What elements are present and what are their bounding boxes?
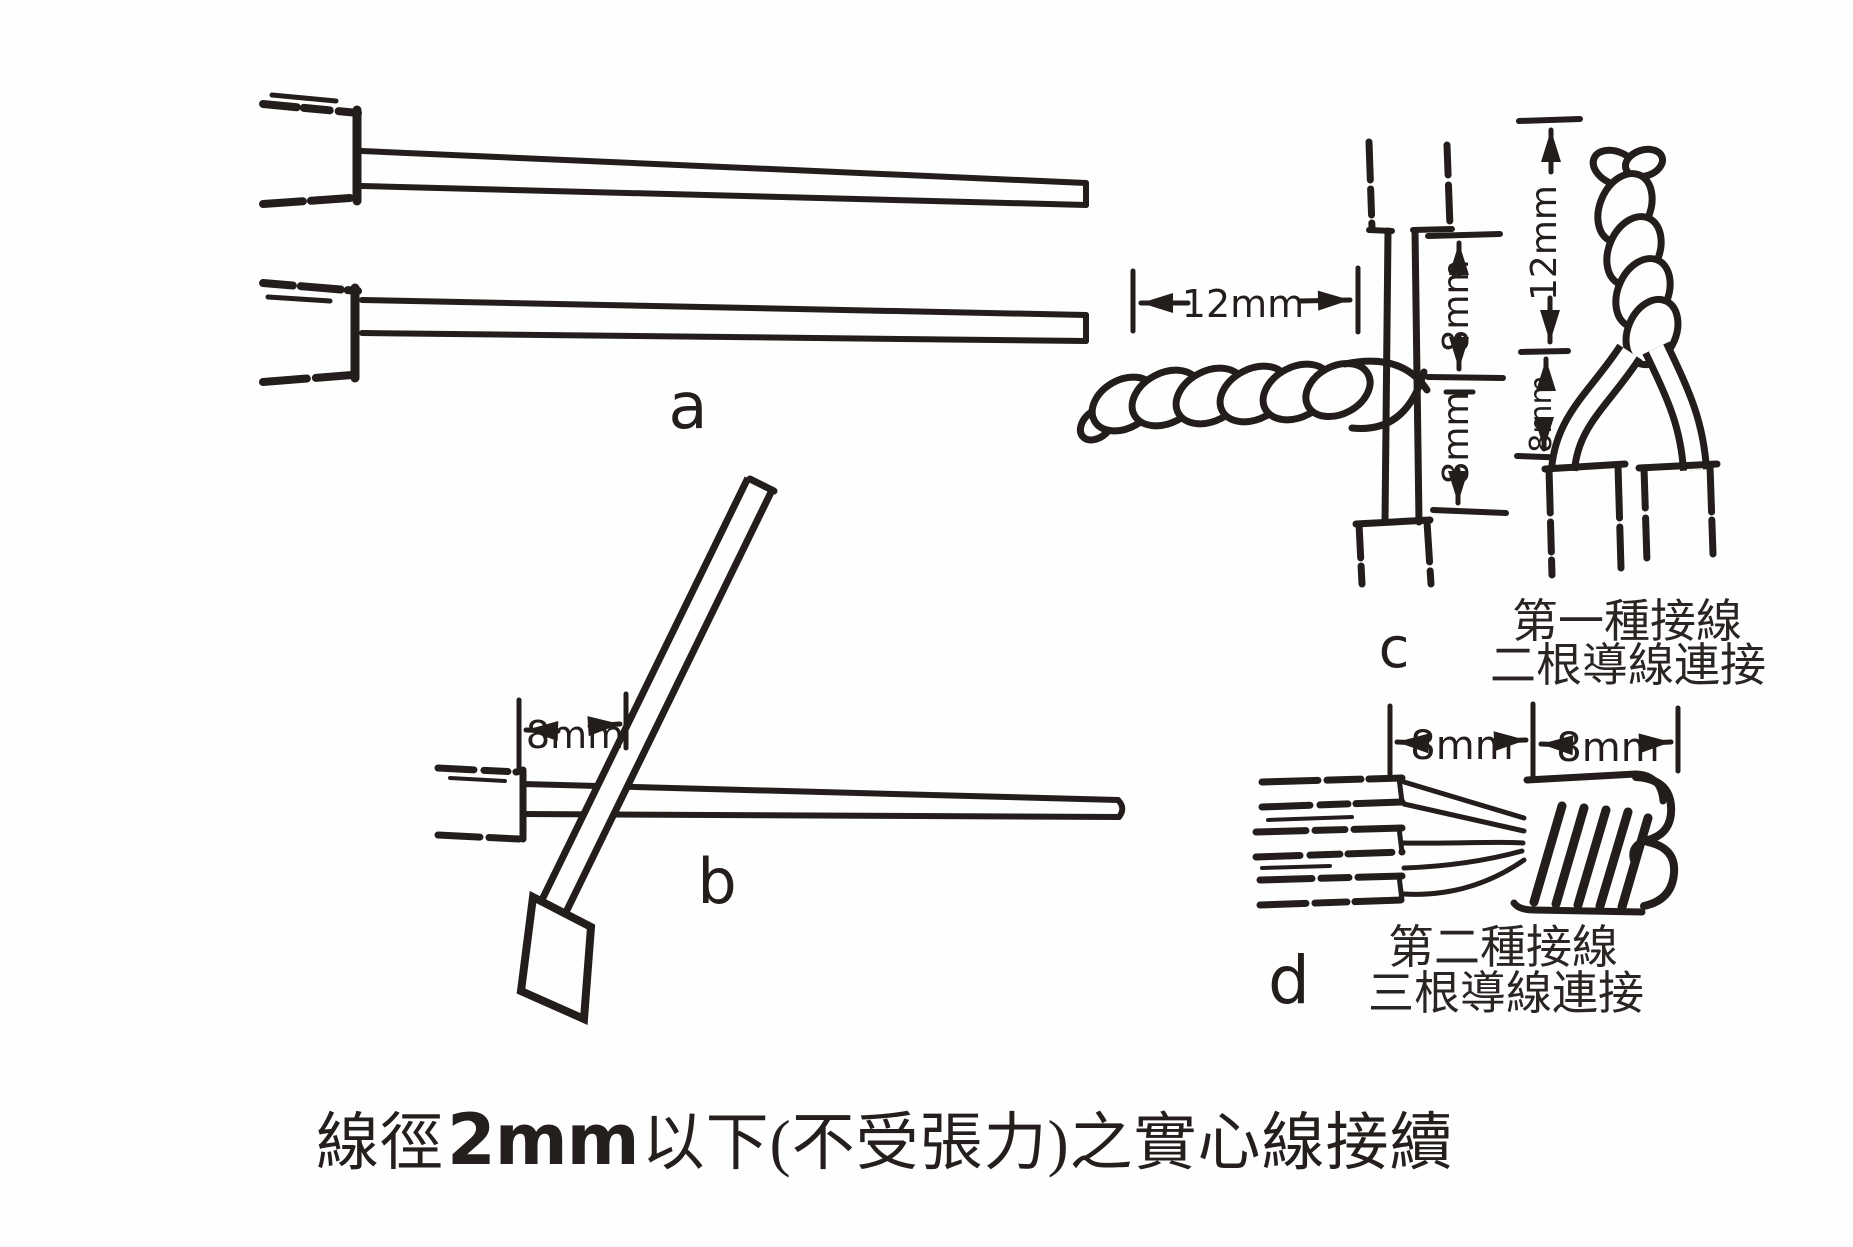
figure-c-right-dim-twist-label: 12mm — [1524, 185, 1565, 301]
bottom-caption: 線徑 2mm 以下(不受張力)之實心線接續 — [316, 1092, 1454, 1183]
arrow-right-icon — [1638, 733, 1674, 754]
caption-diameter-value: 2mm — [447, 1099, 640, 1181]
figure-d-drawing: 8mm 8mm — [1252, 701, 1681, 1019]
wire-coil-wrap — [1510, 773, 1679, 916]
figure-b-dim-label: 8mm — [526, 713, 624, 757]
figure-d-label: d — [1268, 942, 1310, 1019]
figure-d-dim-right-label: 8mm — [1556, 725, 1659, 771]
three-insulated-wires — [1252, 774, 1406, 909]
figure-d-dim-left-label: 8mm — [1410, 723, 1513, 769]
twisted-wire-vertical — [1589, 145, 1682, 369]
caption-prefix: 線徑 — [316, 1108, 444, 1178]
figure-b-dimension: 8mm — [516, 691, 629, 772]
figure-c-dim-overlap-label: 12mm — [1182, 282, 1304, 326]
arrow-right-icon — [1297, 290, 1353, 311]
figure-c-right-caption-line1: 第一種接線 — [1512, 596, 1742, 647]
figure-a-drawing: a — [259, 92, 1089, 444]
figure-c-right-dimension-twist: 12mm — [1516, 116, 1583, 355]
figure-c-label: c — [1379, 616, 1410, 681]
figure-d-caption-line1: 第二種接線 — [1388, 922, 1618, 973]
figure-b-drawing: 8mm b — [434, 475, 1126, 1025]
figure-b-label: b — [697, 845, 736, 918]
caption-suffix: 以下(不受張力)之實心線接續 — [641, 1108, 1454, 1178]
figure-c-drawing: 12mm 8mm 8mm c — [1076, 138, 1509, 681]
figure-c-dimension-upper: 8mm — [1425, 231, 1506, 381]
figure-c-dimension-lower: 8mm — [1430, 389, 1509, 516]
figure-a-label: a — [668, 370, 707, 444]
figure-c-dimension-overlap: 12mm — [1130, 265, 1361, 335]
twisted-wire-horizontal — [1076, 357, 1431, 444]
figure-d-caption-line2: 三根導線連接 — [1368, 968, 1644, 1019]
arrow-left-icon — [523, 721, 561, 741]
figure-d-dimension: 8mm 8mm — [1387, 701, 1681, 779]
arrow-left-icon — [1394, 733, 1430, 754]
wire-ferrule — [516, 890, 596, 1025]
arrow-right-icon — [1493, 731, 1529, 752]
arrow-left-icon — [1538, 735, 1574, 756]
arrow-right-icon — [587, 716, 623, 737]
figure-c-right-caption-line2: 二根導線連接 — [1490, 640, 1766, 691]
figure-c-right-drawing: 12mm 8mm 第一種接 — [1490, 116, 1766, 691]
